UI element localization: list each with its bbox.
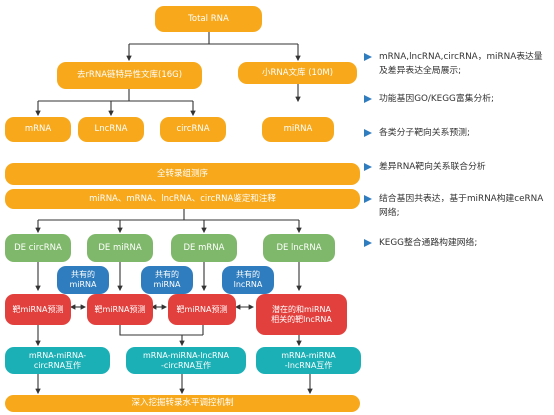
node-de-lncrna: DE lncRNA [263,234,335,262]
node-target-prediction-3: 靶miRNA预测 [168,294,236,325]
node-de-circrna: DE circRNA [5,234,71,262]
analysis-item-text: 功能基因GO/KEGG富集分析; [379,94,495,104]
node-interaction-lncrna: mRNA-miRNA -lncRNA互作 [256,347,361,374]
connector-target2-target3 [119,325,204,336]
node-small-rna-library: 小RNA文库 (10M) [238,62,357,84]
node-identify-annotate: miRNA、mRNA、lncRNA、circRNA鉴定和注释 [5,189,360,209]
node-de-mrna: DE mRNA [171,234,237,262]
triangle-bullet-icon [364,95,372,103]
analysis-item-text: mRNA,lncRNA,circRNA，miRNA表达量及差异表达全局展示; [379,52,543,76]
analysis-item-text: 各类分子靶向关系预测; [379,128,470,138]
triangle-bullet-icon [364,53,372,61]
analysis-item: 结合基因共表达，基于miRNA构建ceRNA网络; [363,192,551,220]
node-circrna: circRNA [160,117,226,142]
node-final-mechanism: 深入挖掘转录水平调控机制 [5,395,360,412]
node-total-rna: Total RNA [155,6,262,32]
triangle-bullet-icon [364,195,372,203]
analysis-list: mRNA,lncRNA,circRNA，miRNA表达量及差异表达全局展示; 功… [363,50,551,250]
triangle-bullet-icon [364,163,372,171]
node-full-transcriptome: 全转录组测序 [5,163,360,185]
node-interaction-lncrna-circrna: mRNA-miRNA-lncRNA -circRNA互作 [126,347,246,374]
connector-rrna-split [38,89,193,102]
node-potential-target-lncrna: 潜在的和miRNA 相关的靶lncRNA [256,294,347,335]
analysis-item: mRNA,lncRNA,circRNA，miRNA表达量及差异表达全局展示; [363,50,551,78]
triangle-bullet-icon [364,239,372,247]
node-target-prediction-1: 靶miRNA预测 [5,294,71,325]
analysis-item: 功能基因GO/KEGG富集分析; [363,92,551,106]
node-shared-mirna-2: 共有的 miRNA [141,266,193,294]
analysis-item: 各类分子靶向关系预测; [363,126,551,140]
connector-total-split [129,32,298,45]
analysis-item: KEGG整合通路构建网络; [363,236,551,250]
node-target-prediction-2: 靶miRNA预测 [87,294,153,325]
connector-de-split [38,209,299,221]
node-de-mirna: DE miRNA [87,234,153,262]
node-mirna: miRNA [262,117,334,142]
triangle-bullet-icon [364,129,372,137]
node-shared-mirna-1: 共有的 miRNA [57,266,109,294]
node-shared-lncrna: 共有的 lncRNA [222,266,274,294]
analysis-item-text: KEGG整合通路构建网络; [379,238,478,248]
node-lncrna: LncRNA [78,117,144,142]
analysis-item: 差异RNA靶向关系联合分析 [363,160,551,174]
analysis-item-text: 结合基因共表达，基于miRNA构建ceRNA网络; [379,194,544,218]
node-interaction-circrna: mRNA-miRNA- circRNA互作 [5,347,110,374]
node-rrna-library: 去rRNA链特异性文库(16G) [57,62,202,89]
analysis-item-text: 差异RNA靶向关系联合分析 [379,162,486,172]
node-mrna: mRNA [5,117,71,142]
